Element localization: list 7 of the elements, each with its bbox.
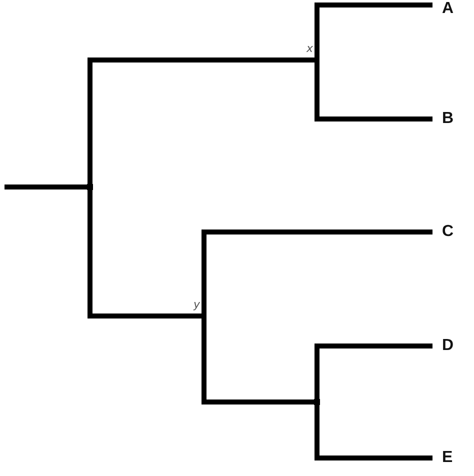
node-label: y: [188, 298, 200, 312]
taxon-label: B: [442, 110, 454, 128]
taxon-label: A: [442, 0, 454, 18]
taxon-label: E: [442, 449, 453, 467]
taxon-label: D: [442, 337, 454, 355]
taxon-label: C: [442, 223, 454, 241]
node-label: x: [301, 42, 313, 56]
